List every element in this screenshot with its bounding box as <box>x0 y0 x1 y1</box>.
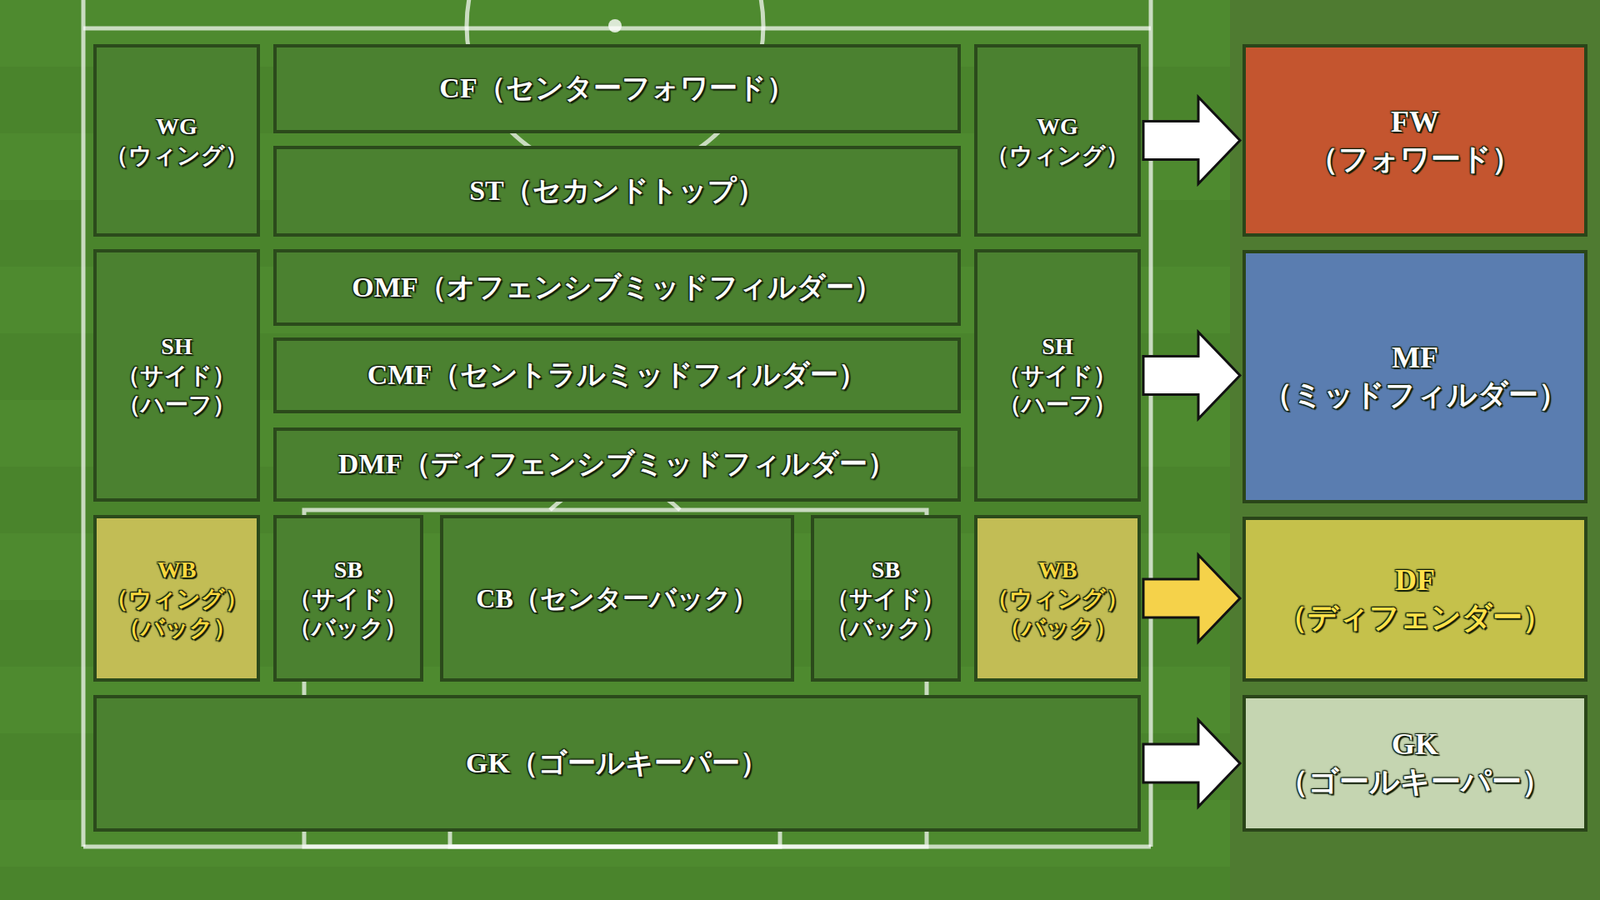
pitch-lines <box>83 0 1151 847</box>
position-label: WB （ウィング） （バック） <box>101 555 251 643</box>
position-label: WG （ウィング） <box>101 111 251 170</box>
grass-ground <box>0 0 1230 900</box>
category-box: FW （フォワード） <box>1242 44 1588 237</box>
block-arrow <box>1143 720 1240 807</box>
position-label: SH （サイド） （ハーフ） <box>990 331 1125 420</box>
position-label: CB（センターバック） <box>475 581 758 615</box>
position-box: CMF（セントラルミッドフィルダー） <box>273 337 961 414</box>
position-label: OMF（オフェンシブミッドフィルダー） <box>351 270 882 306</box>
center-spot <box>608 19 622 33</box>
category-label: FW （フォワード） <box>1300 103 1530 179</box>
position-box: SB （サイド） （バック） <box>810 515 961 682</box>
side-panel <box>1230 0 1600 900</box>
block-arrow <box>1143 97 1240 185</box>
position-box: ST（セカンドトップ） <box>273 145 961 237</box>
touch-line <box>81 0 86 847</box>
position-box: WB （ウィング） （バック） <box>93 515 260 682</box>
category-box: DF （ディフェンダー） <box>1242 516 1588 682</box>
category-label: MF （ミッドフィルダー） <box>1255 339 1575 415</box>
position-label: SB （サイド） （バック） <box>283 555 415 643</box>
position-label: ST（セカンドトップ） <box>469 173 765 210</box>
block-arrow <box>1143 555 1240 642</box>
position-label: DMF（ディフェンシブミッドフィルダー） <box>338 446 896 483</box>
category-box: GK （ゴールキーパー） <box>1242 695 1588 832</box>
position-box: WG （ウィング） <box>93 44 260 237</box>
position-label: WG （ウィング） <box>982 111 1132 170</box>
position-box: GK（ゴールキーパー） <box>93 695 1141 832</box>
position-box: OMF（オフェンシブミッドフィルダー） <box>273 249 961 326</box>
position-label: SB （サイド） （バック） <box>820 555 952 643</box>
position-label: WB （ウィング） （バック） <box>982 555 1132 643</box>
position-box: WB （ウィング） （バック） <box>974 515 1141 682</box>
category-label: DF （ディフェンダー） <box>1270 561 1560 637</box>
position-label: CMF（セントラルミッドフィルダー） <box>367 357 867 394</box>
position-box: CB（センターバック） <box>440 515 795 682</box>
position-box: WG （ウィング） <box>974 44 1141 237</box>
position-label: CF（センターフォワード） <box>439 70 795 107</box>
position-box: SH （サイド） （ハーフ） <box>93 249 260 502</box>
position-label: SH （サイド） （ハーフ） <box>109 331 245 420</box>
position-box: CF（センターフォワード） <box>273 44 961 134</box>
category-box: MF （ミッドフィルダー） <box>1242 250 1588 504</box>
position-box: DMF（ディフェンシブミッドフィルダー） <box>273 427 961 502</box>
position-box: SB （サイド） （バック） <box>273 515 424 682</box>
position-box: SH （サイド） （ハーフ） <box>974 249 1141 502</box>
block-arrow <box>1143 332 1240 420</box>
category-label: GK （ゴールキーパー） <box>1270 725 1560 801</box>
position-label: GK（ゴールキーパー） <box>465 745 769 782</box>
